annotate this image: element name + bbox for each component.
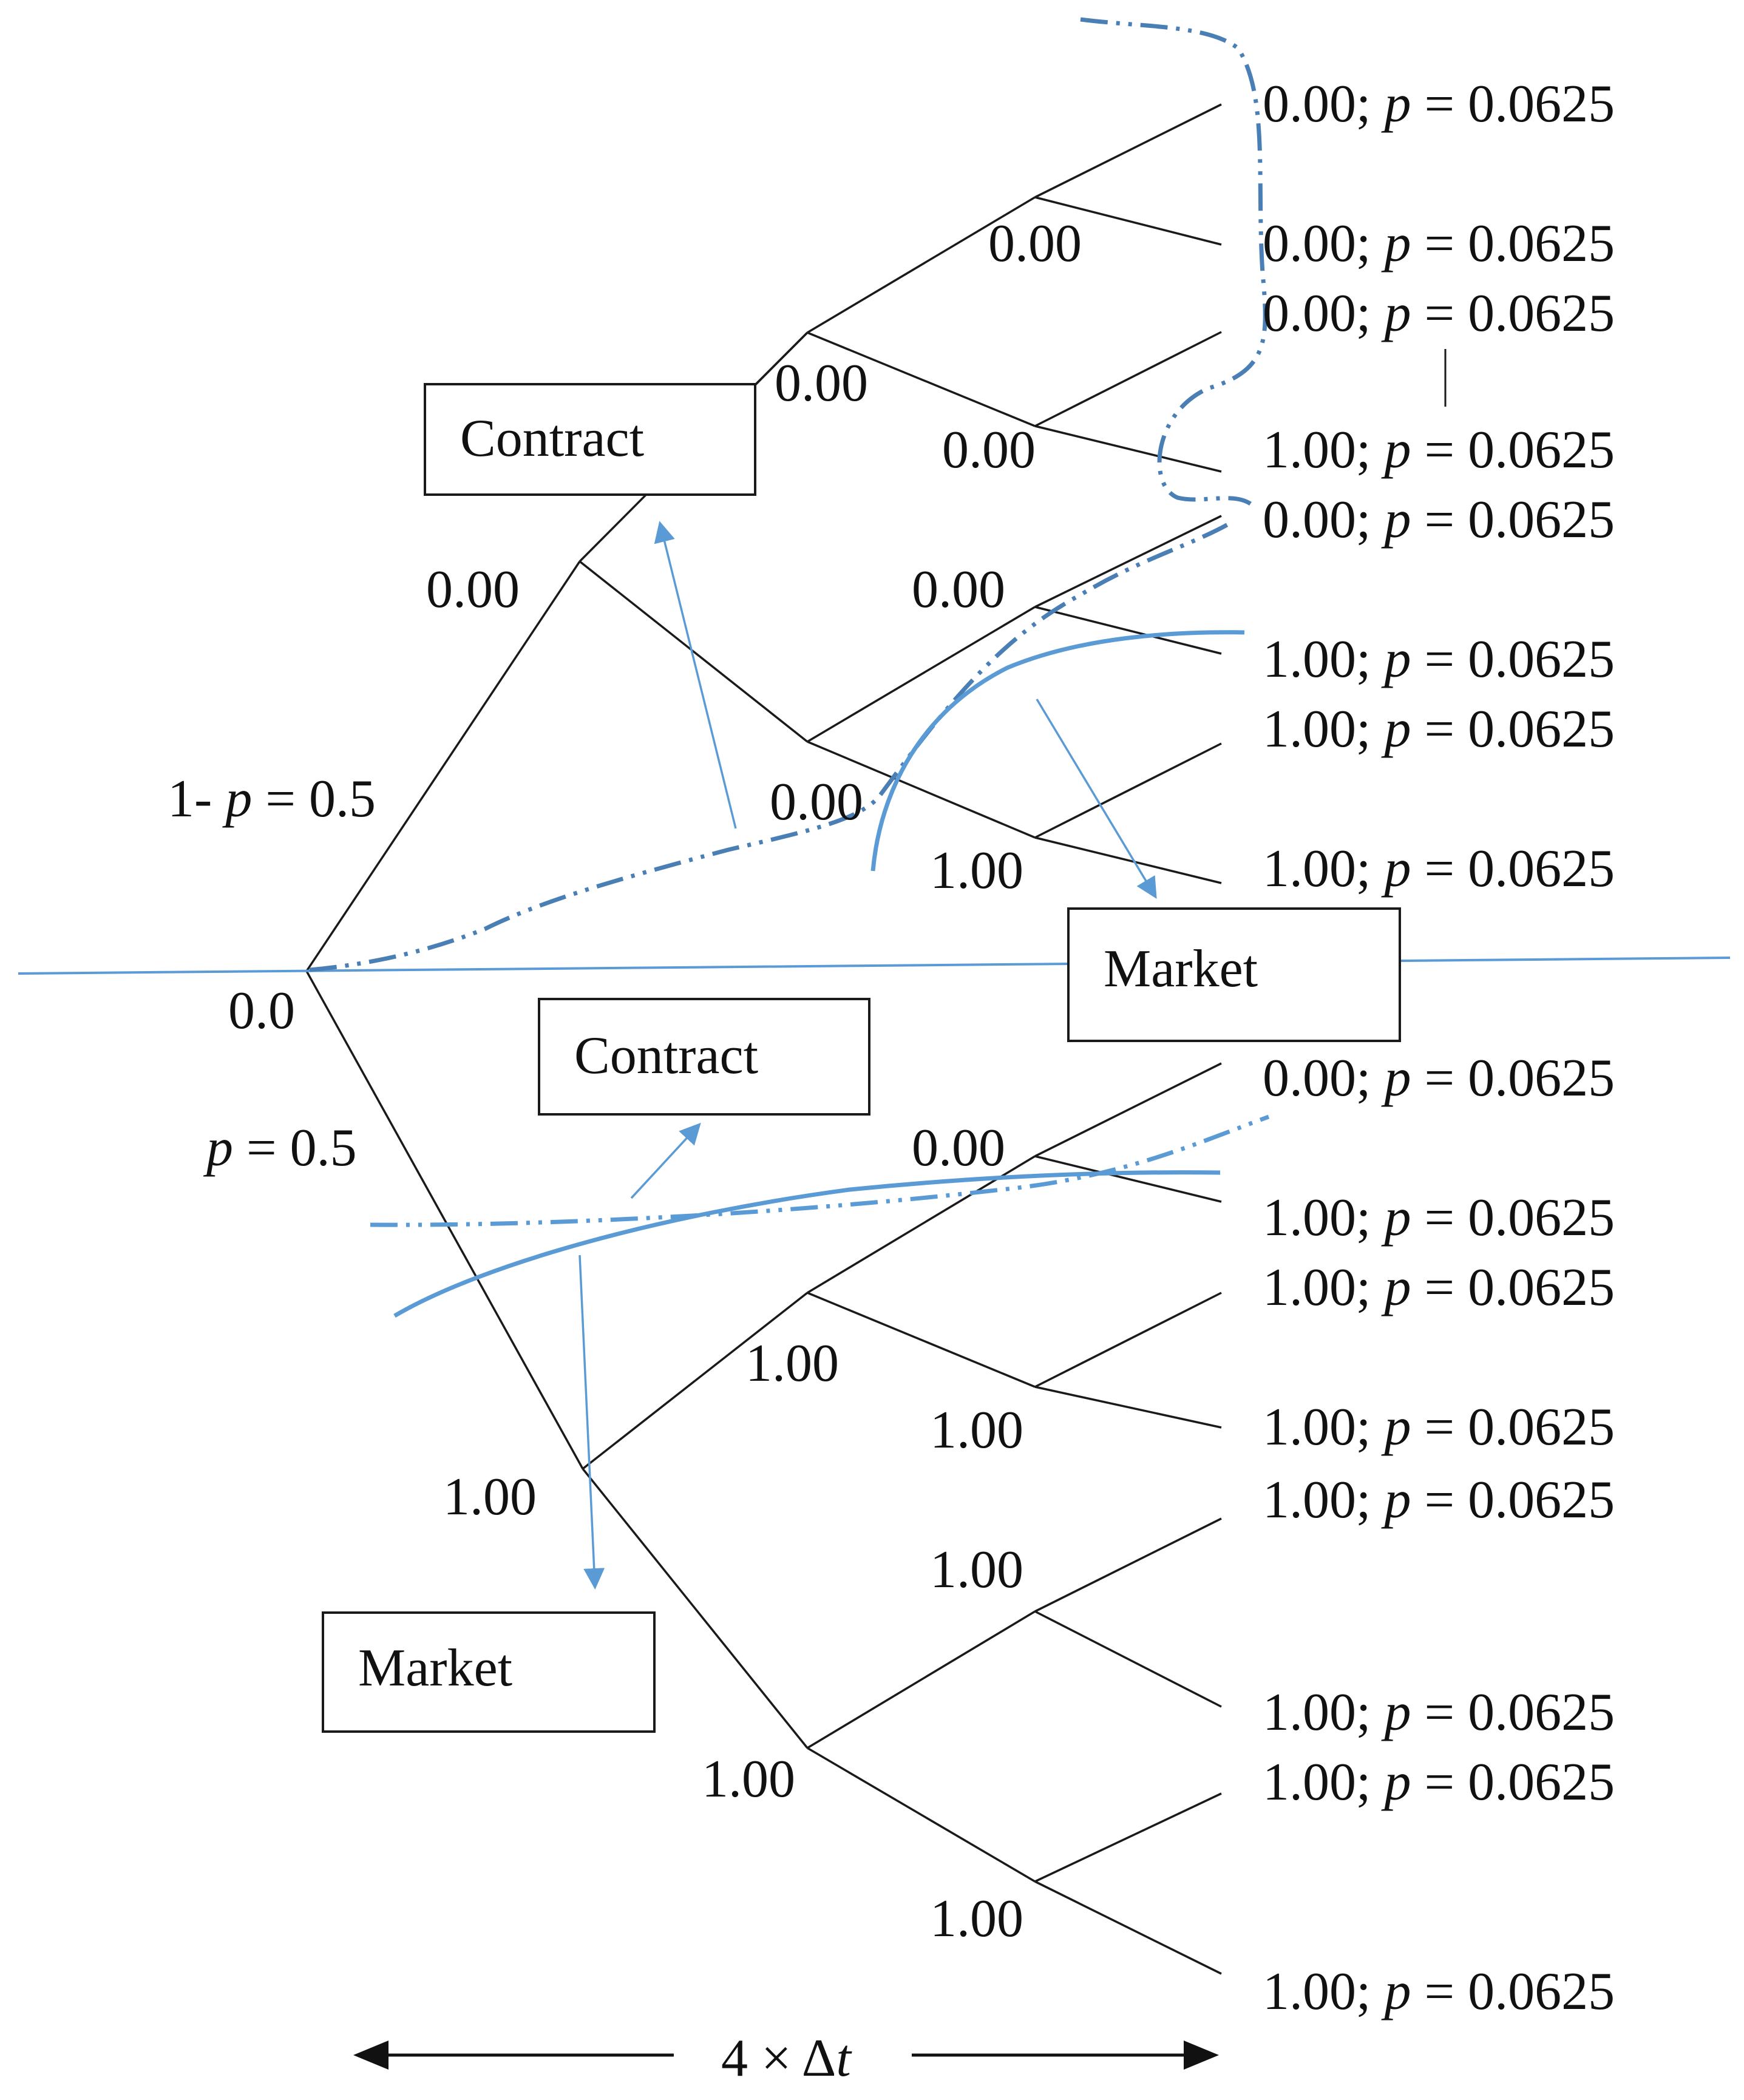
arrow-to-market-right: [1036, 699, 1157, 899]
contract-box-bottom: Contract: [538, 998, 870, 1116]
leaf-label: 1.00; p = 0.0625: [1263, 839, 1615, 898]
node-value: 1.00: [745, 1334, 839, 1393]
node-value: 1.00: [702, 1750, 795, 1809]
leaf-label: 1.00; p = 0.0625: [1263, 1683, 1615, 1742]
leaf-label: 1.00; p = 0.0625: [1263, 1398, 1615, 1457]
time-axis: 4 × Δt: [353, 2029, 1219, 2088]
tree-edge: [305, 561, 581, 972]
root-value-label: 0.0: [228, 981, 295, 1040]
tree-edge: [1034, 1386, 1222, 1429]
arrow-to-contract-bottom: [630, 1122, 701, 1199]
horizontal-divider-line: [18, 957, 1731, 975]
node-value: 1.00: [930, 841, 1023, 900]
tree-edge: [305, 970, 584, 1469]
node-value: 0.00: [942, 421, 1036, 479]
leaf-label: 1.00; p = 0.0625: [1263, 1471, 1615, 1529]
tree-edge: [1034, 515, 1222, 608]
tree-edge: [807, 196, 1036, 334]
tree-edge: [1034, 742, 1222, 839]
tree-edge: [807, 740, 1036, 839]
tree-edge: [755, 331, 809, 385]
level1-node-values: 0.00 1.00: [426, 560, 537, 1526]
market-box-left-label: Market: [358, 1639, 512, 1698]
arrow-to-market-left: [579, 1255, 605, 1590]
up-probability-label: 1- p = 0.5: [168, 770, 376, 828]
arrow-to-contract-top: [654, 521, 737, 829]
level2-node-values: 0.00 0.00 1.00 1.00: [702, 354, 868, 1809]
leaf-label: 1.00; p = 0.0625: [1263, 1188, 1615, 1247]
node-value: 0.00: [912, 1119, 1005, 1177]
tree-edge: [1034, 606, 1222, 655]
level3-node-values: 0.00 0.00 0.00 1.00 0.00 1.00 1.00 1.00: [912, 214, 1082, 1948]
leaf-label: 1.00; p = 0.0625: [1263, 421, 1615, 479]
tree-edge: [1034, 1517, 1222, 1613]
node-value: 0.00: [988, 214, 1082, 273]
tree-edge: [1034, 1062, 1222, 1157]
tree-edge: [1034, 1880, 1222, 1975]
leaf-label: 1.00; p = 0.0625: [1263, 1962, 1615, 2021]
node-value: 0.00: [770, 773, 863, 832]
market-box-left: Market: [322, 1611, 656, 1733]
lower-boundary-dashdot-curve: [370, 1114, 1270, 1227]
tree-edge: [1034, 196, 1222, 246]
time-axis-right-arrowhead: [1184, 2041, 1219, 2070]
node-value: 0.00: [775, 354, 868, 413]
tree-edge: [1034, 836, 1222, 884]
down-probability-label: p = 0.5: [203, 1119, 357, 1177]
tree-edge: [807, 1747, 1036, 1883]
tree-edge: [807, 1292, 1036, 1388]
market-box-right: Market: [1067, 907, 1401, 1042]
tree-edge: [1034, 1792, 1222, 1883]
tree-edge: [807, 1610, 1036, 1749]
leaf-labels: 0.00; p = 0.0625 0.00; p = 0.0625 0.00; p …: [1263, 75, 1615, 2021]
tree-edges: [305, 103, 1222, 1975]
leaf-label: 1.00; p = 0.0625: [1263, 630, 1615, 689]
market-box-right-label: Market: [1104, 940, 1258, 998]
tree-edge: [582, 1468, 809, 1749]
node-value: 1.00: [930, 1540, 1023, 1599]
contract-box-bottom-label: Contract: [574, 1026, 758, 1085]
leaf-label: 0.00; p = 0.0625: [1263, 284, 1615, 343]
upper-boundary-dashdot-curve: [309, 520, 1233, 972]
leaf-label: 1.00; p = 0.0625: [1263, 1258, 1615, 1317]
leaf-label: 0.00; p = 0.0625: [1263, 214, 1615, 273]
node-value: 0.00: [426, 560, 520, 619]
leaf-label: 1.00; p = 0.0625: [1263, 1753, 1615, 1812]
time-axis-label: 4 × Δt: [721, 2029, 852, 2088]
node-value: 1.00: [930, 1889, 1023, 1948]
contract-box-top-label: Contract: [460, 409, 644, 468]
tree-edge: [807, 331, 1036, 427]
node-value: 1.00: [930, 1401, 1023, 1460]
tree-edge: [1034, 1610, 1222, 1708]
leaf-label: 0.00; p = 0.0625: [1263, 75, 1615, 134]
tree-edge: [1034, 425, 1222, 473]
node-value: 1.00: [443, 1468, 537, 1526]
tree-edge: [582, 1292, 809, 1470]
leaf-label: 1.00; p = 0.0625: [1263, 700, 1615, 759]
time-axis-left-arrowhead: [353, 2041, 388, 2070]
tree-edge: [1034, 1155, 1222, 1203]
leaf-label: 0.00; p = 0.0625: [1263, 490, 1615, 549]
tree-edge: [1034, 331, 1222, 427]
lower-solid-boundary-curve: [393, 1170, 1221, 1318]
tree-edge: [1034, 1292, 1222, 1388]
upper-solid-boundary-curve: [870, 630, 1245, 872]
leaf-label: 0.00; p = 0.0625: [1263, 1049, 1615, 1108]
top-boundary-dashdot-curve: [1080, 17, 1267, 506]
tree-edge: [807, 606, 1036, 743]
tree-edge: [1034, 103, 1222, 198]
tree-edge: [579, 560, 809, 743]
contract-box-top: Contract: [424, 383, 756, 496]
node-value: 0.00: [912, 560, 1005, 619]
